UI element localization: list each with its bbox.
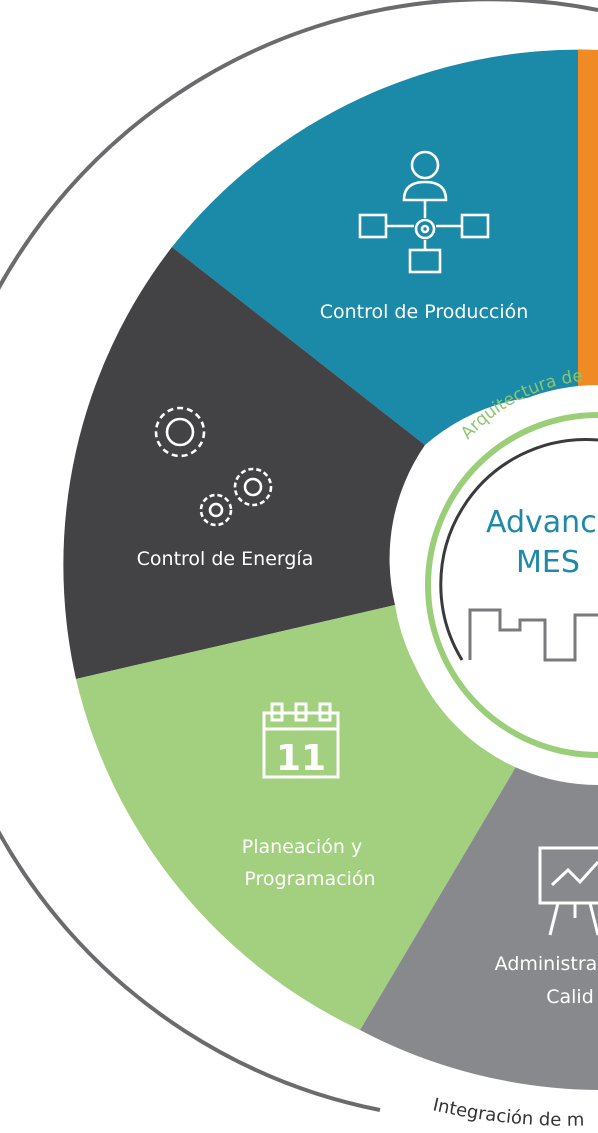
gears-icon: [154, 406, 273, 527]
segment-control-produccion: [172, 49, 598, 446]
center-grey-ring: [439, 438, 598, 661]
label-control-energia: Control de Energía: [137, 548, 314, 570]
bottom-arc-label: Integración de m: [431, 1094, 585, 1130]
calendar-day-number: 11: [276, 738, 326, 779]
label-planeacion-line2: Programación: [244, 868, 375, 890]
skyline-icon: [468, 608, 598, 662]
center-title-line2: MES: [516, 545, 580, 580]
center-disk: [398, 385, 598, 785]
label-control-produccion: Control de Producción: [320, 301, 529, 323]
segment-accent-orange: [578, 50, 598, 392]
calendar-icon: 11: [262, 702, 340, 779]
label-calidad-line1: Administra: [495, 953, 598, 975]
center-green-ring: [425, 412, 598, 758]
label-calidad-line2: Calid: [546, 986, 594, 1008]
segment-planeacion: [76, 605, 520, 1030]
center-title-line1: Advanc: [486, 505, 597, 540]
operator-flow-icon: [358, 150, 490, 274]
label-planeacion-line1: Planeación y: [242, 836, 362, 858]
chart-board-icon: [538, 846, 598, 936]
segment-calidad: [360, 760, 598, 1090]
segment-control-energia: [63, 247, 426, 679]
